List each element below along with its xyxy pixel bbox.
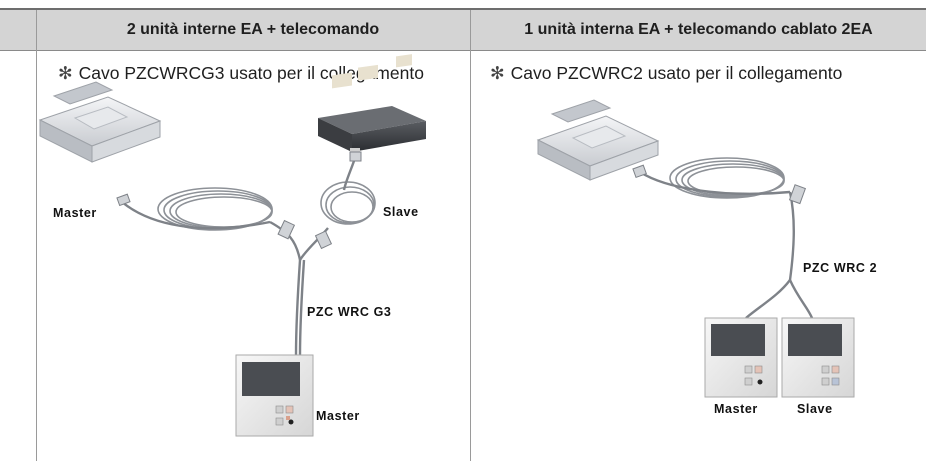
cassette-unit-right bbox=[536, 99, 660, 181]
label-slave-unit: Slave bbox=[383, 205, 419, 219]
cable-branches-right bbox=[639, 170, 814, 319]
remote-controller-master-right bbox=[704, 317, 778, 398]
table-header-rule bbox=[0, 50, 926, 51]
label-cable-pzcwrcg3: PZC WRC G3 bbox=[307, 305, 392, 319]
note-symbol: ✻ bbox=[490, 63, 505, 83]
cassette-unit-master bbox=[38, 81, 162, 163]
connector-plugs-right bbox=[632, 164, 807, 205]
remote-controller-slave-right bbox=[781, 317, 855, 398]
table-header-band bbox=[0, 10, 926, 50]
label-slave-remote-right: Slave bbox=[797, 402, 833, 416]
left-border bbox=[36, 10, 37, 461]
ducted-unit-slave bbox=[318, 54, 426, 154]
column-header-left: 2 unità interne EA + telecomando bbox=[126, 21, 380, 38]
cable-branches-left bbox=[121, 154, 358, 357]
cable-note-right: ✻Cavo PZCWRC2 usato per il collegamento bbox=[490, 63, 842, 84]
remote-controller-master bbox=[235, 354, 314, 437]
coiled-cable-right bbox=[669, 157, 785, 199]
note-symbol: ✻ bbox=[58, 63, 73, 83]
column-header-right: 1 unità interna EA + telecomando cablato… bbox=[524, 21, 873, 38]
label-master-remote: Master bbox=[316, 409, 360, 423]
label-cable-pzcwrc2: PZC WRC 2 bbox=[803, 261, 878, 275]
label-master-remote-right: Master bbox=[714, 402, 758, 416]
column-divider bbox=[470, 10, 471, 461]
connector-plugs-left bbox=[116, 151, 362, 250]
cable-note-text: Cavo PZCWRC2 usato per il collegamento bbox=[510, 63, 843, 83]
label-master-unit: Master bbox=[53, 206, 97, 220]
table-top-rule bbox=[0, 8, 926, 10]
